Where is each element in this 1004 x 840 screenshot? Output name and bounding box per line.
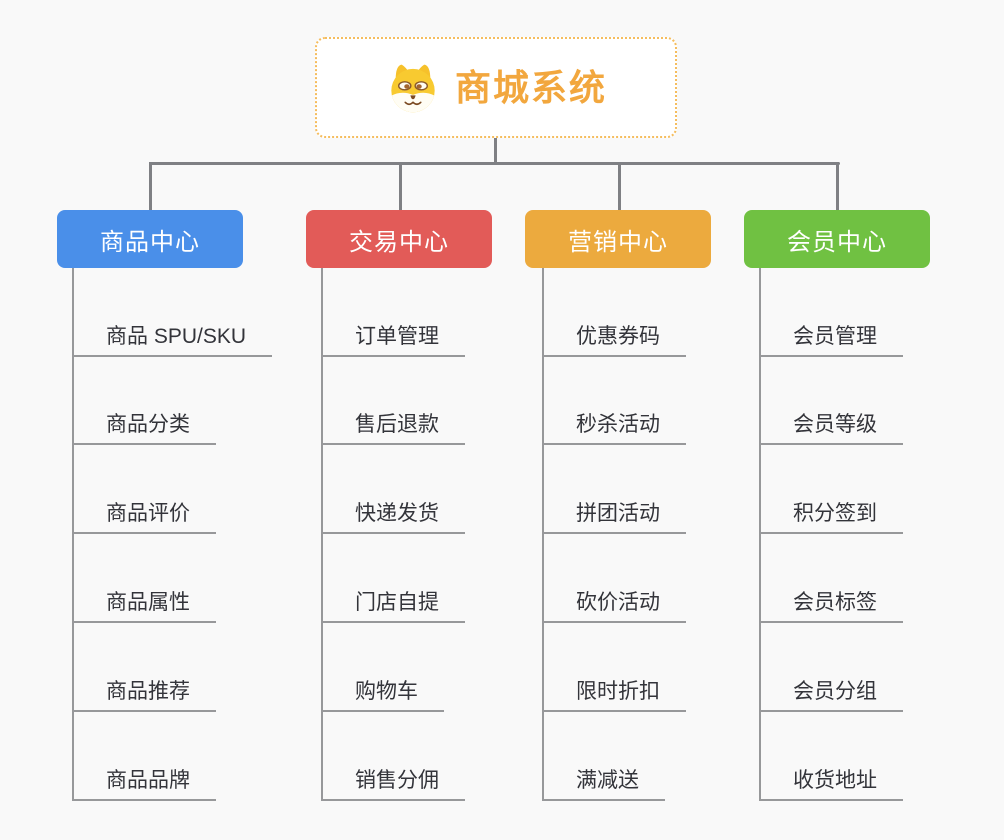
leaf-node[interactable]: 订单管理 [321,317,465,357]
leaf-node[interactable]: 商品分类 [72,405,216,445]
leaf-node[interactable]: 会员等级 [759,405,903,445]
leaf-node[interactable]: 秒杀活动 [542,405,686,445]
branch-header-members[interactable]: 会员中心 [744,210,930,268]
leaf-node[interactable]: 快递发货 [321,494,465,534]
leaf-node[interactable]: 限时折扣 [542,672,686,712]
branch-spine [72,268,74,801]
leaf-node[interactable]: 优惠券码 [542,317,686,357]
leaf-node[interactable]: 售后退款 [321,405,465,445]
connector-bus [149,162,840,165]
leaf-node[interactable]: 积分签到 [759,494,903,534]
leaf-node[interactable]: 砍价活动 [542,583,686,623]
connector-drop-products [149,162,152,210]
branch-label: 交易中心 [349,228,449,256]
leaf-node[interactable]: 商品评价 [72,494,216,534]
leaf-node[interactable]: 会员分组 [759,672,903,712]
branch-header-marketing[interactable]: 营销中心 [525,210,711,268]
leaf-node[interactable]: 销售分佣 [321,761,465,801]
branch-label: 营销中心 [568,228,668,256]
leaf-node[interactable]: 购物车 [321,672,444,712]
leaf-node[interactable]: 收货地址 [759,761,903,801]
branch-spine [542,268,544,801]
connector-drop-marketing [618,162,621,210]
branch-column-products: 商品 SPU/SKU 商品分类 商品评价 商品属性 商品推荐 商品品牌 [72,268,308,808]
leaf-node[interactable]: 会员标签 [759,583,903,623]
connector-drop-trade [399,162,402,210]
connector-drop-members [836,162,839,210]
leaf-node[interactable]: 商品推荐 [72,672,216,712]
root-node-mall-system[interactable]: 商城系统 [315,37,677,138]
leaf-node[interactable]: 商品品牌 [72,761,216,801]
leaf-node[interactable]: 拼团活动 [542,494,686,534]
branch-column-trade: 订单管理 售后退款 快递发货 门店自提 购物车 销售分佣 [321,268,557,808]
leaf-node[interactable]: 满减送 [542,761,665,801]
branch-column-marketing: 优惠券码 秒杀活动 拼团活动 砍价活动 限时折扣 满减送 [542,268,778,808]
leaf-node[interactable]: 会员管理 [759,317,903,357]
connector-root-stub [494,138,497,165]
branch-spine [759,268,761,801]
branch-header-trade[interactable]: 交易中心 [306,210,492,268]
branch-label: 商品中心 [100,228,200,256]
branch-column-members: 会员管理 会员等级 积分签到 会员标签 会员分组 收货地址 [759,268,995,808]
branch-header-products[interactable]: 商品中心 [57,210,243,268]
branch-label: 会员中心 [787,228,887,256]
leaf-node[interactable]: 商品属性 [72,583,216,623]
leaf-node[interactable]: 商品 SPU/SKU [72,317,273,357]
branch-spine [321,268,323,801]
root-title: 商城系统 [454,66,607,108]
leaf-node[interactable]: 门店自提 [321,583,465,623]
shiba-dog-icon [385,62,441,114]
